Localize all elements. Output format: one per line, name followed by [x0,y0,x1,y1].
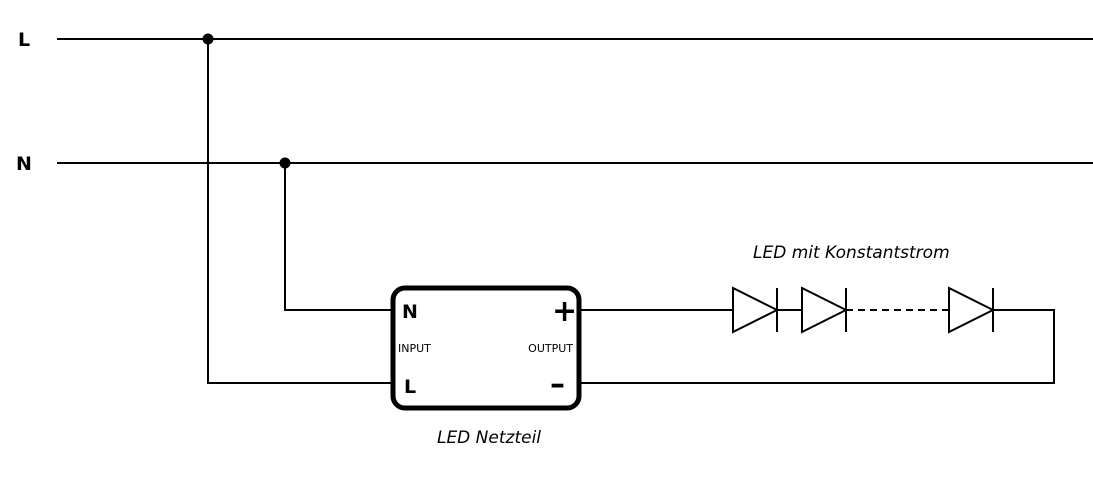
power-supply-box [390,285,582,411]
phase-junction-node [202,33,214,45]
diode-icon [732,286,780,334]
led-chain-title: LED mit Konstantstrom [753,243,950,263]
neutral-label: N [16,153,32,175]
output-minus-label: – [550,367,565,402]
neutral-drop-wire [284,163,393,311]
diode-icon [801,286,849,334]
phase-label: L [18,29,30,51]
output-label: OUTPUT [528,342,573,355]
input-l-terminal-label: L [404,376,416,398]
phase-drop-wire [207,39,393,384]
neutral-junction-node [279,157,291,169]
input-n-terminal-label: N [402,301,418,323]
power-supply-title: LED Netzteil [437,428,541,448]
diode-icon [948,286,996,334]
output-plus-label: + [552,294,577,329]
input-label: INPUT [398,342,431,355]
led-return-wire [579,309,1055,384]
